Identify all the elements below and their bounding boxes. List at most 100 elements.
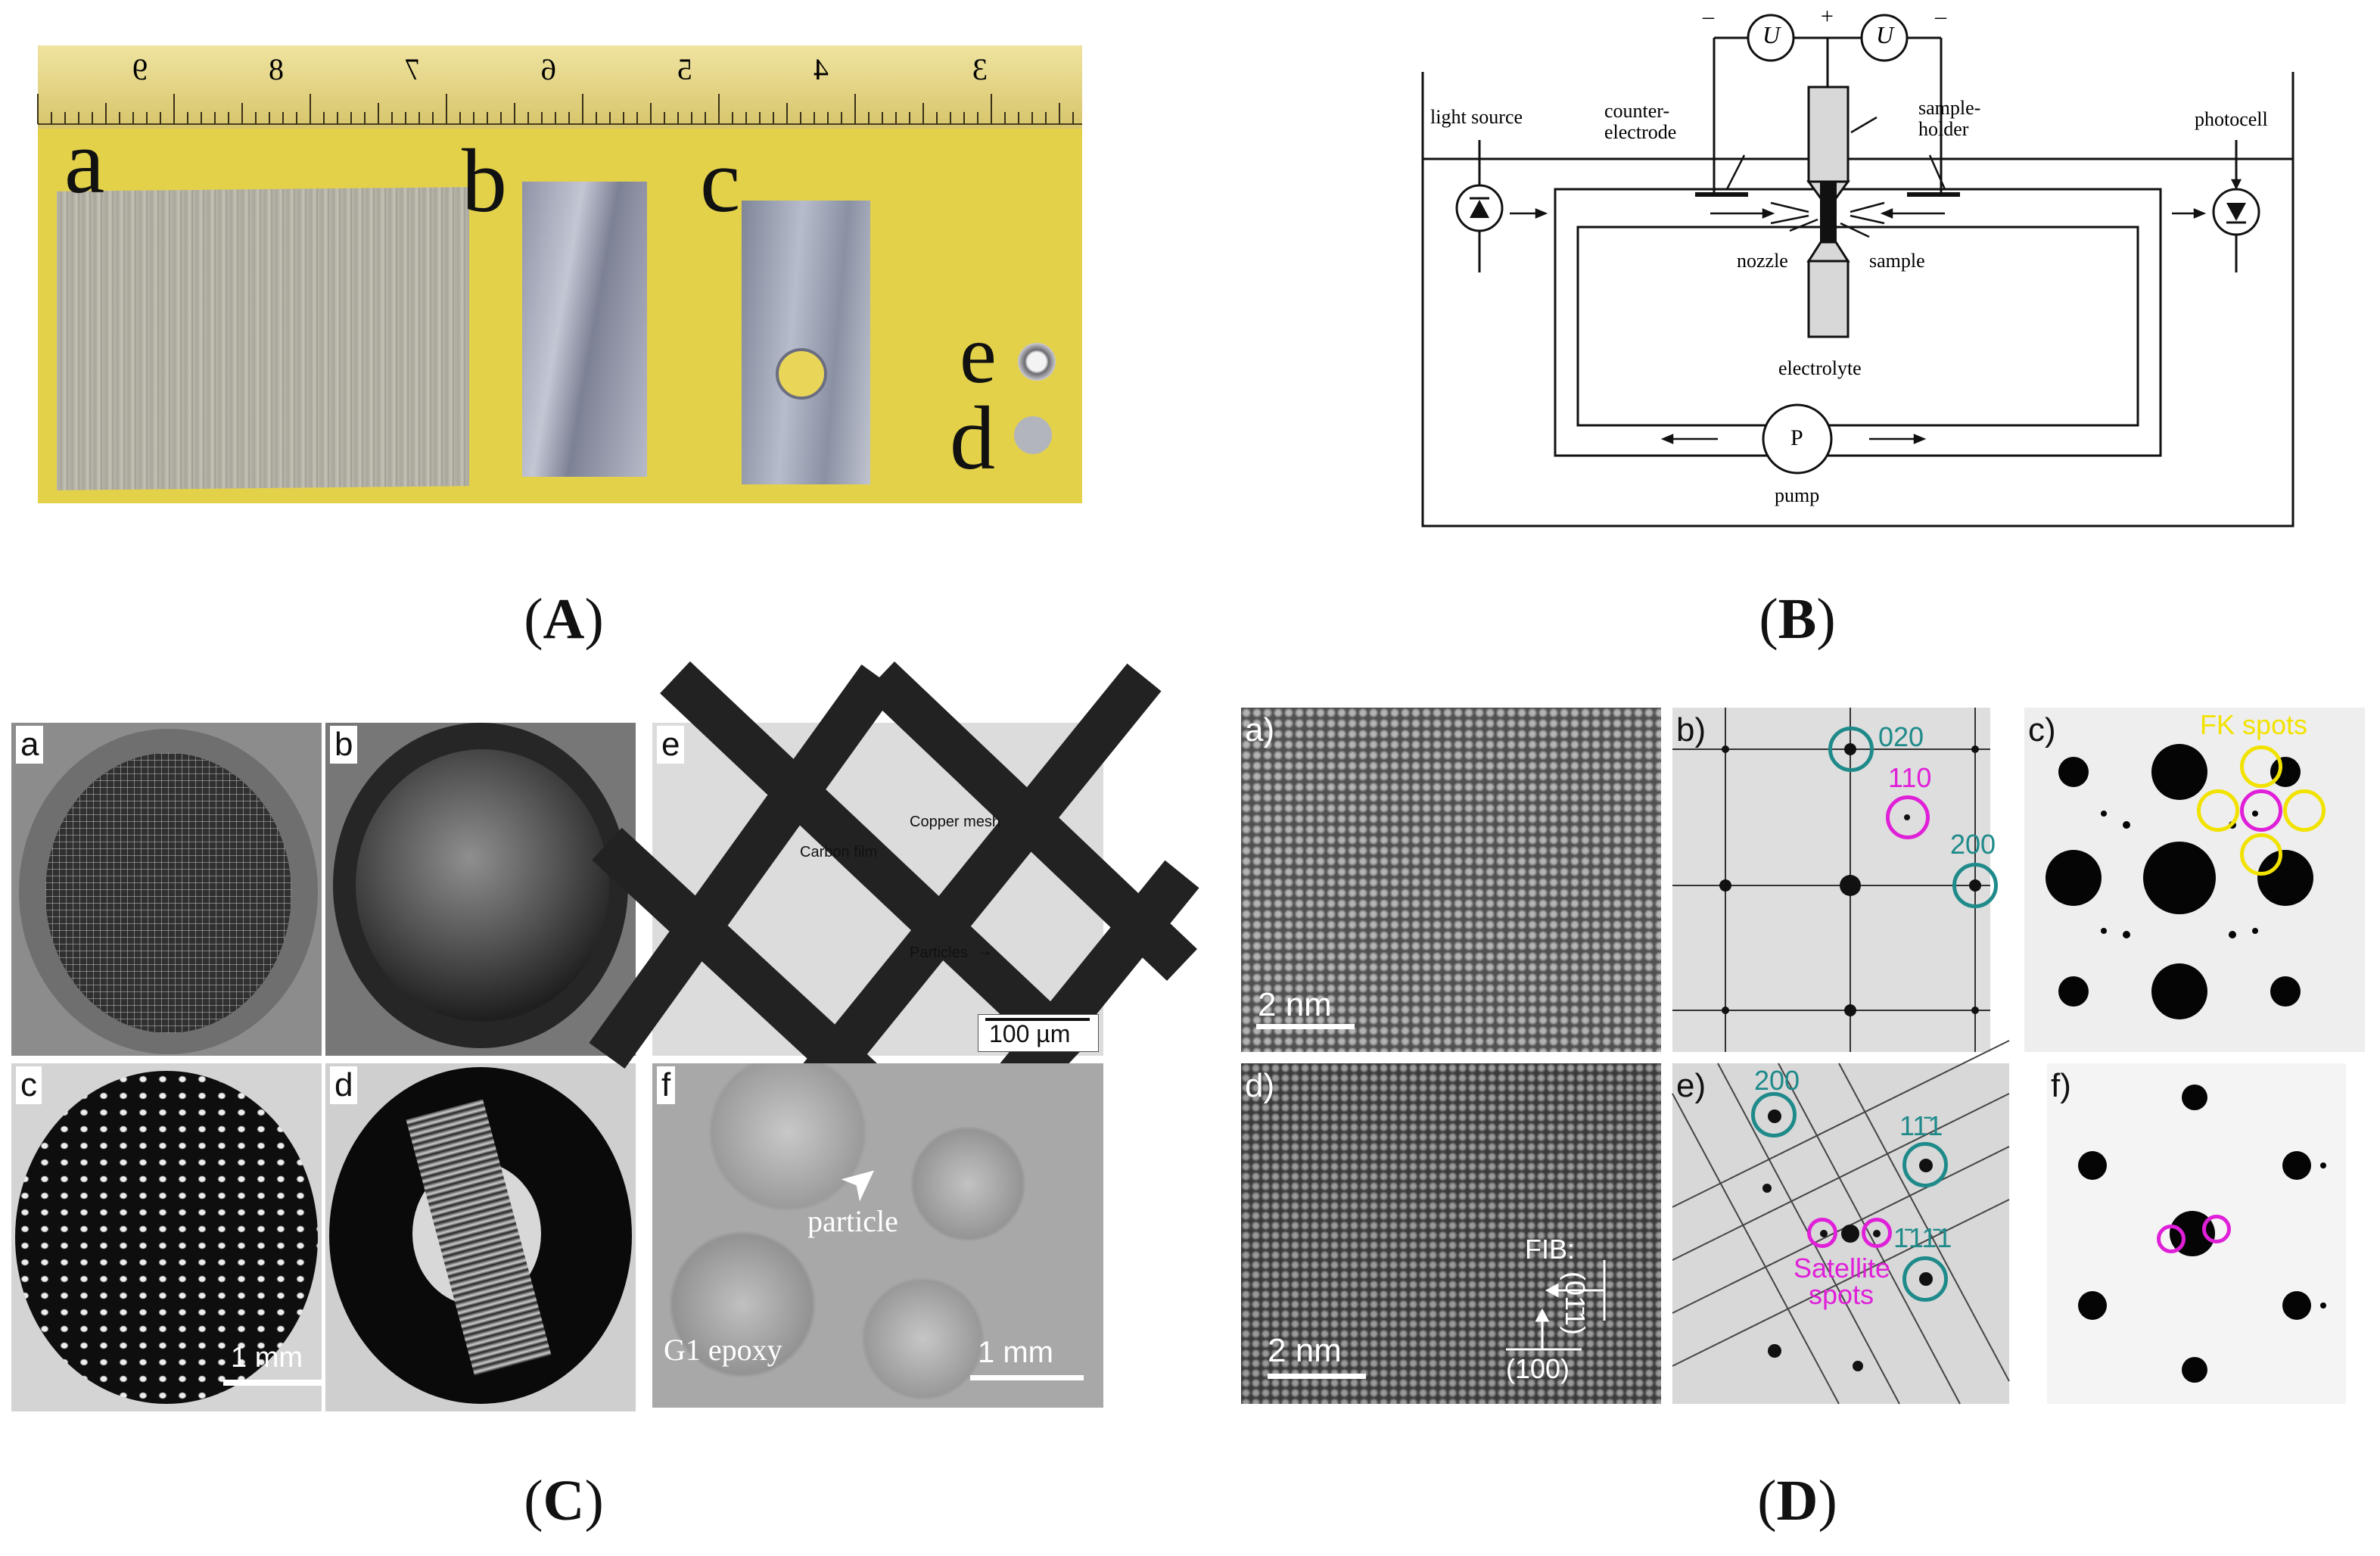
de-ring-sat-left bbox=[1807, 1218, 1837, 1248]
dc-diffraction-pattern bbox=[2046, 744, 2313, 1019]
label-sample: sample bbox=[1869, 250, 1925, 272]
df-diffraction-pattern bbox=[2078, 1085, 2326, 1383]
sample-a-plate bbox=[57, 187, 469, 490]
dc-ring-bottom bbox=[2240, 833, 2282, 876]
de-fft-pattern bbox=[1672, 1040, 2010, 1405]
dc-ring-top bbox=[2240, 745, 2282, 788]
panel-d-sublabel-b: b) bbox=[1676, 711, 1706, 748]
dc-fk-spots-label: FK spots bbox=[2200, 709, 2308, 740]
panel-d-sublabel-d: d) bbox=[1245, 1067, 1275, 1104]
dd-fib-arrows bbox=[1506, 1260, 1606, 1351]
voltmeter-left bbox=[1747, 14, 1795, 62]
db-ring-110 bbox=[1886, 795, 1930, 839]
cf-scalebar bbox=[970, 1375, 1084, 1380]
disc-e bbox=[1018, 343, 1056, 381]
panel-d-caption: (D) bbox=[1757, 1469, 1837, 1533]
panel-b-diagram: U U – + – light source counter- electrod… bbox=[1415, 0, 2323, 530]
panel-d-f-diffraction: f) bbox=[2047, 1063, 2346, 1404]
dc-ring-right bbox=[2283, 789, 2326, 832]
ruler-number-6: 6 bbox=[541, 52, 556, 86]
panel-c-sublabel-b: b bbox=[330, 726, 358, 764]
dd-100-label: (100) bbox=[1506, 1353, 1570, 1384]
de-label-200: 200 bbox=[1754, 1065, 1800, 1096]
ce-carbon-film-label: Carbon film bbox=[800, 844, 878, 860]
panel-d-c-diffraction: FK spots c) bbox=[2024, 708, 2365, 1052]
sample-b-strip bbox=[522, 182, 647, 477]
ruler-ticks bbox=[37, 94, 1082, 125]
da-scalebar bbox=[1256, 1024, 1355, 1029]
dd-fib-label: FIB: bbox=[1525, 1234, 1576, 1265]
panel-c-c-photo: c 1 mm bbox=[11, 1063, 329, 1411]
panel-d-sublabel-e: e) bbox=[1676, 1067, 1706, 1104]
panel-c-caption: (C) bbox=[524, 1469, 604, 1533]
ce-scalebar bbox=[985, 1018, 1090, 1021]
label-counter-electrode-2: electrode bbox=[1604, 121, 1677, 143]
cf-epoxy-label: G1 epoxy bbox=[664, 1333, 782, 1367]
cb-disc-inner bbox=[356, 749, 609, 1022]
sample-label-e: e bbox=[960, 308, 997, 400]
label-sample-holder-1: sample- bbox=[1918, 97, 1981, 119]
ce-mesh bbox=[589, 661, 1199, 1133]
db-label-020: 020 bbox=[1878, 721, 1924, 752]
panel-c-f-photo: f ➤ particle G1 epoxy 1 mm bbox=[652, 1063, 1103, 1408]
panel-d-sublabel-f: f) bbox=[2051, 1067, 2071, 1104]
ce-particles-arrow: → bbox=[976, 941, 993, 960]
dc-ring-center bbox=[2240, 789, 2282, 832]
ruler-number-9: 9 bbox=[132, 52, 148, 86]
panel-c-d-photo: d bbox=[325, 1063, 636, 1411]
sample-holder-upper bbox=[1807, 86, 1850, 183]
sample-label-c: c bbox=[700, 130, 741, 231]
pump-letter: P bbox=[1790, 425, 1803, 450]
panel-d-a-hrtem: a) 2 nm bbox=[1241, 708, 1661, 1052]
panel-c-e-photo: e Copper mesh Carbon film Particles → 10… bbox=[589, 661, 1199, 1133]
ce-particles-label: Particles bbox=[910, 944, 968, 961]
dd-scalebar-label: 2 nm bbox=[1268, 1332, 1342, 1369]
panel-a-photo: 9 8 7 6 5 4 3 a b c e d bbox=[37, 45, 1082, 503]
cf-particle-label: particle bbox=[807, 1204, 898, 1238]
sample-holder-lower bbox=[1807, 260, 1850, 338]
de-label-satellite-1: Satellite bbox=[1794, 1253, 1891, 1284]
voltmeter-right-label: U bbox=[1876, 21, 1894, 48]
panel-c-a-photo: a bbox=[11, 723, 322, 1056]
de-label-1m11: 11̄1 bbox=[1899, 1110, 1943, 1141]
counter-electrode-left bbox=[1695, 192, 1748, 197]
ca-copper-grid bbox=[45, 753, 291, 1033]
df-ring-right bbox=[2202, 1215, 2231, 1243]
counter-electrode-right bbox=[1907, 192, 1960, 197]
panel-d-e-fft: 200 11̄1 1̄11̄1 Satellite spots e) bbox=[1672, 1040, 2010, 1405]
cf-scalebar-label: 1 mm bbox=[978, 1336, 1053, 1369]
dd-0m11-label: (01̄1) bbox=[1560, 1271, 1591, 1336]
label-nozzle: nozzle bbox=[1737, 250, 1788, 272]
voltmeter-right bbox=[1860, 14, 1909, 62]
de-label-m1m11: 1̄11̄1 bbox=[1893, 1222, 1952, 1253]
panel-c-sublabel-a: a bbox=[16, 726, 44, 764]
db-ring-020 bbox=[1828, 727, 1874, 772]
panel-d-sublabel-c: c) bbox=[2028, 711, 2056, 748]
voltmeter-left-label: U bbox=[1762, 21, 1781, 48]
ruler-number-8: 8 bbox=[269, 52, 284, 86]
de-ring-m1m11 bbox=[1902, 1256, 1948, 1302]
de-ring-1m11 bbox=[1902, 1142, 1948, 1187]
minus-right: – bbox=[1935, 4, 1946, 29]
sample-label-a: a bbox=[64, 111, 105, 212]
panel-a-caption: (A) bbox=[524, 587, 604, 651]
minus-left: – bbox=[1703, 4, 1714, 29]
ruler: 9 8 7 6 5 4 3 bbox=[37, 45, 1082, 129]
label-pump: pump bbox=[1775, 484, 1820, 506]
panel-d-b-fft: 020 110 200 b) bbox=[1672, 708, 1998, 1052]
ruler-number-3: 3 bbox=[972, 52, 988, 86]
ce-scalebar-label: 100 µm bbox=[989, 1020, 1071, 1047]
electropolishing-schematic bbox=[1421, 14, 2294, 527]
dc-ring-left bbox=[2197, 789, 2239, 832]
panel-c-sublabel-d: d bbox=[330, 1066, 358, 1104]
label-electrolyte: electrolyte bbox=[1778, 357, 1862, 379]
panel-d-sublabel-a: a) bbox=[1245, 711, 1275, 748]
label-sample-holder-2: holder bbox=[1918, 118, 1969, 140]
cc-scalebar-label: 1 mm bbox=[231, 1342, 303, 1374]
sample bbox=[1820, 182, 1837, 244]
sample-label-b: b bbox=[462, 130, 507, 231]
de-ring-200 bbox=[1751, 1092, 1797, 1137]
de-label-satellite-2: spots bbox=[1809, 1279, 1874, 1310]
panel-c-b-photo: b bbox=[325, 723, 636, 1056]
ruler-number-4: 4 bbox=[814, 52, 829, 86]
